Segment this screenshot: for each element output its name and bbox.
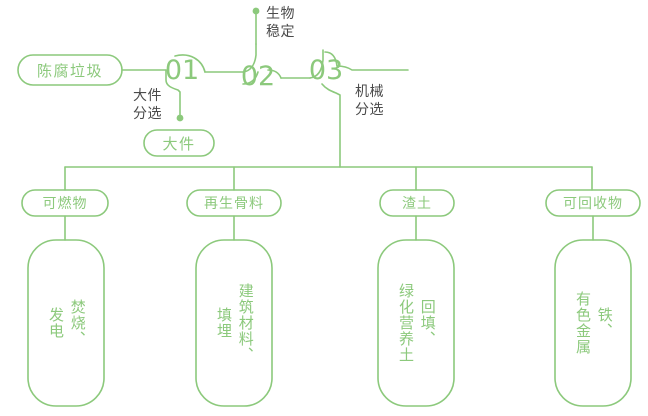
destination-3-wrap: 铁、 有色金属	[555, 240, 631, 406]
source-label-wrap: 陈腐垃圾	[18, 55, 122, 85]
source-label: 陈腐垃圾	[36, 61, 103, 80]
stage-1-number-wrap: 02	[236, 58, 280, 94]
output-1-label-wrap: 再生骨料	[187, 190, 281, 216]
dot-stage-02-annotation	[252, 7, 260, 15]
stage-0-number: 01	[164, 54, 200, 86]
stage-0-number-wrap: 01	[160, 52, 204, 88]
stage-1-annotation: 生物 稳定	[266, 6, 295, 40]
output-2-label-wrap: 渣土	[380, 190, 454, 216]
output-3-label-wrap: 可回收物	[546, 190, 640, 216]
output-1-label: 再生骨料	[204, 196, 264, 212]
stage-1-number: 02	[240, 60, 276, 92]
output-3-label: 可回收物	[563, 196, 623, 212]
output-0-label: 可燃物	[42, 196, 88, 212]
destination-1-wrap: 建筑材料、 填埋	[196, 240, 272, 406]
branch-03-down	[321, 83, 341, 168]
stage-0-output-label-wrap: 大件	[144, 130, 214, 156]
destination-1-text: 建筑材料、 填埋	[215, 283, 255, 363]
stage-0-output-label: 大件	[162, 134, 196, 153]
output-0-label-wrap: 可燃物	[22, 190, 108, 216]
destination-2-text: 回填、 绿化营养土	[397, 283, 437, 363]
stage-2-number-wrap: 03	[304, 52, 348, 88]
stage-2-annotation: 机械 分选	[355, 84, 384, 118]
destination-0-text: 焚烧、 发电	[47, 299, 87, 347]
stage-0-annotation: 大件 分选	[133, 88, 162, 122]
destination-0-wrap: 焚烧、 发电	[28, 240, 104, 406]
destination-3-text: 铁、 有色金属	[574, 291, 614, 355]
destination-2-wrap: 回填、 绿化营养土	[378, 240, 454, 406]
output-2-label: 渣土	[402, 196, 432, 212]
stage-2-number: 03	[308, 54, 344, 86]
dot-stage-01-branch	[176, 114, 184, 122]
